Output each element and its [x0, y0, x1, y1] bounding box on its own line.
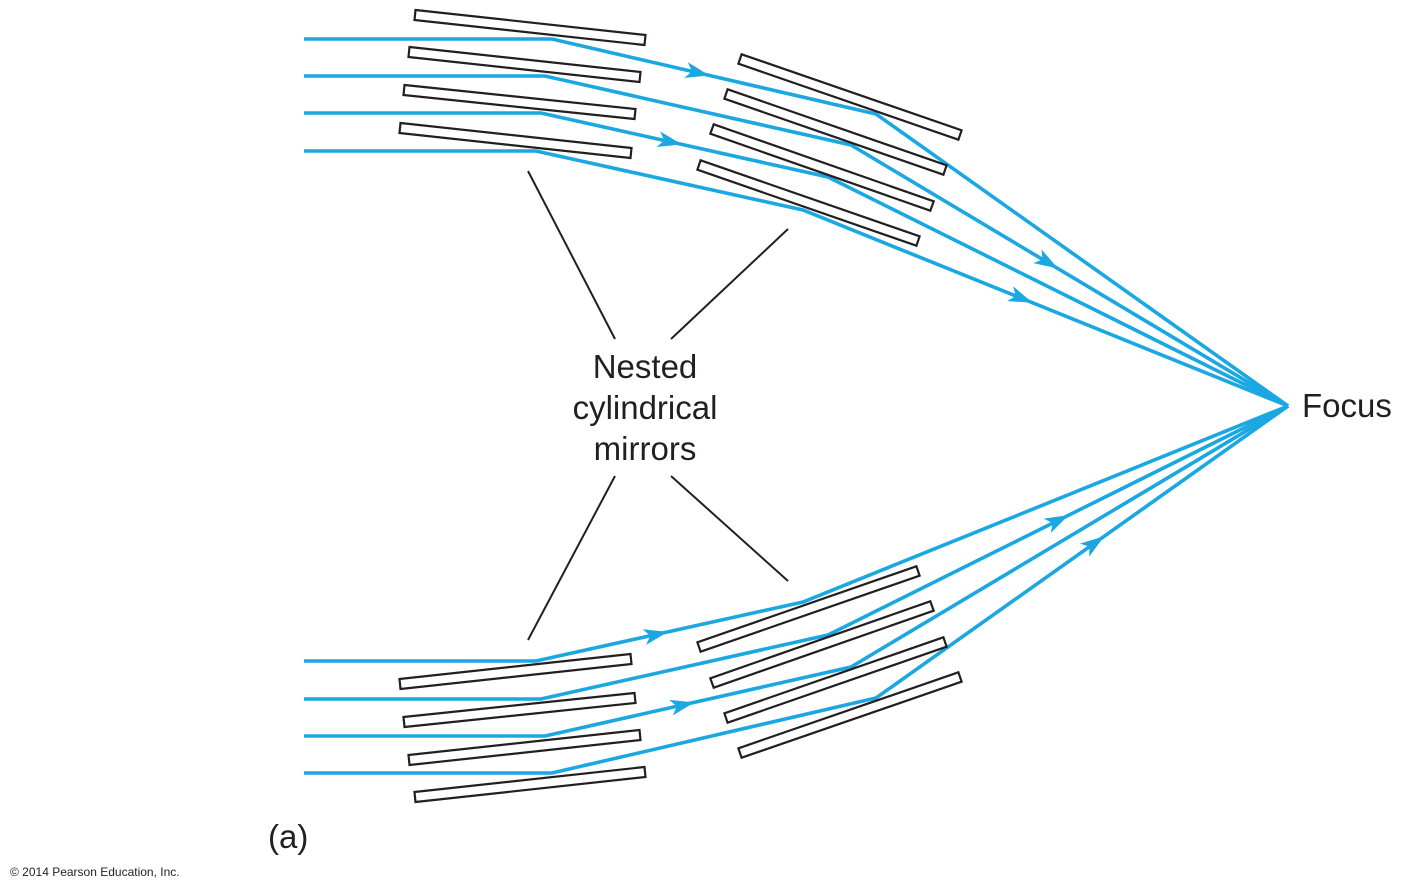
ray-bottom-2	[304, 404, 1289, 738]
mirror-bottom-stage1-2	[407, 728, 642, 767]
ray-bottom-4	[304, 404, 1289, 663]
mirrors-group	[398, 8, 963, 804]
arrowheads-group	[642, 62, 1105, 716]
mirror-bottom-stage1-4	[398, 652, 633, 691]
mirror-bottom-stage2-3	[708, 599, 936, 690]
ray-top-2	[304, 74, 1289, 408]
ray-top-3	[304, 111, 1289, 408]
mirror-bottom-stage2-1	[737, 670, 963, 760]
mirror-top-stage1-1	[413, 8, 647, 47]
leader-line-top-left	[527, 170, 616, 340]
leader-line-bottom-right	[670, 475, 789, 582]
mirror-bottom-stage1-1	[413, 765, 647, 804]
copyright-notice: © 2014 Pearson Education, Inc.	[10, 865, 180, 879]
panel-label: (a)	[268, 818, 309, 855]
mirror-bottom-stage2-4	[696, 564, 921, 654]
focus-label: Focus	[1302, 387, 1392, 424]
leader-line-top-right	[670, 228, 789, 340]
mirror-top-stage2-3	[708, 122, 936, 213]
leader-line-bottom-left	[527, 475, 616, 641]
arrowhead-top-1	[684, 62, 710, 78]
arrowhead-bottom-1	[669, 699, 695, 716]
arrowhead-bottom-4	[1043, 515, 1069, 534]
mirror-bottom-stage1-3	[402, 691, 637, 729]
mirrors-label-line-1: Nested	[592, 348, 698, 385]
arrowhead-bottom-3	[1079, 536, 1105, 557]
mirror-top-stage1-3	[402, 83, 637, 121]
mirror-top-stage1-4	[398, 121, 633, 160]
arrowhead-top-4	[1007, 286, 1033, 303]
arrowhead-top-3	[1033, 249, 1059, 269]
mirror-top-stage2-2	[723, 87, 948, 177]
mirrors-label-line-3: mirrors	[593, 430, 697, 467]
ray-top-4	[304, 149, 1289, 408]
arrowhead-top-2	[656, 131, 682, 147]
mirrors-label-line-2: cylindrical	[572, 389, 718, 426]
mirror-bottom-stage2-2	[723, 635, 948, 725]
mirror-top-stage1-2	[407, 45, 642, 84]
rays-group	[304, 37, 1290, 775]
mirrors-label: Nested cylindrical mirrors	[545, 346, 745, 469]
ray-bottom-1	[304, 404, 1290, 775]
leader-lines-group	[527, 170, 789, 641]
arrowhead-bottom-2	[642, 629, 668, 645]
ray-top-1	[304, 37, 1290, 408]
mirror-top-stage2-1	[737, 52, 963, 142]
mirror-top-stage2-4	[696, 158, 921, 248]
